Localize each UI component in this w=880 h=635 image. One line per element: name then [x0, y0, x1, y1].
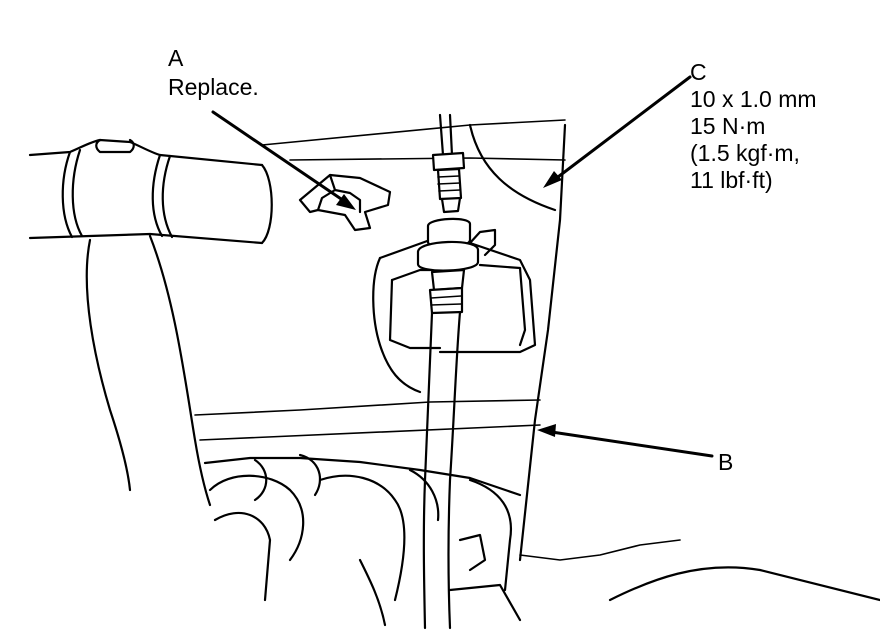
- callout-c-spec-3: (1.5 kgf·m,: [690, 140, 800, 166]
- flexible-hose: [422, 310, 462, 630]
- callout-a-note: Replace.: [168, 74, 259, 100]
- subframe-structure: [203, 453, 880, 627]
- steering-tube: [28, 138, 273, 245]
- callout-c-letter: C: [690, 59, 707, 85]
- callout-a-letter: A: [168, 45, 184, 71]
- callout-c-spec-1: 10 x 1.0 mm: [690, 86, 817, 112]
- callout-b-letter: B: [718, 449, 734, 475]
- callout-leaders: [211, 75, 714, 458]
- strut-arm: [85, 234, 212, 507]
- brake-line: [431, 113, 466, 214]
- hose-fitting: [416, 217, 480, 315]
- body-panel: [194, 119, 681, 562]
- callout-c-spec-2: 15 N·m: [690, 113, 766, 139]
- callout-c-spec-4: 11 lbf·ft): [690, 167, 773, 193]
